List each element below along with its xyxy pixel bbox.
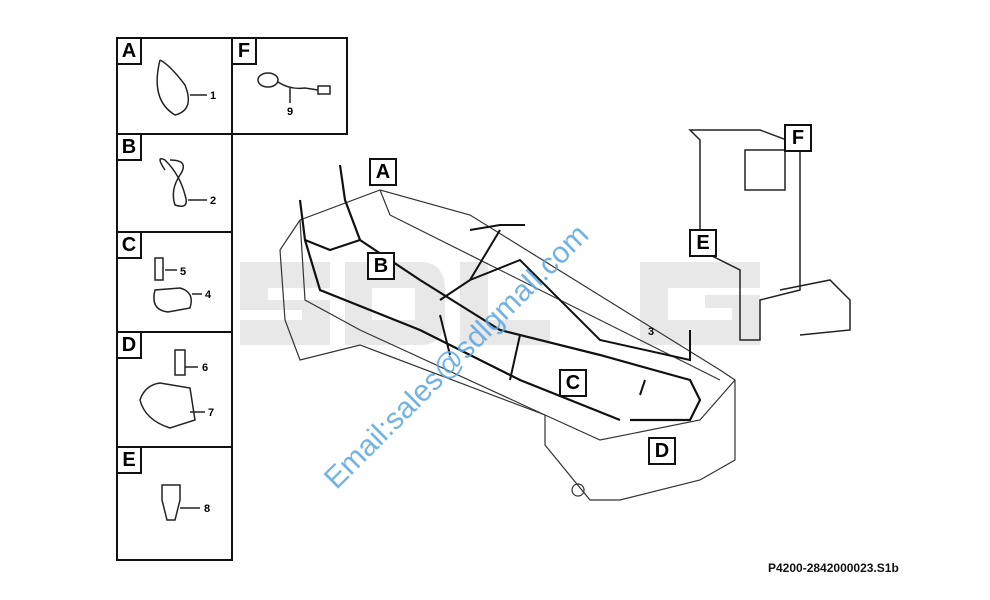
panel-d: D 6 7 xyxy=(116,331,233,448)
panel-f: F 9 xyxy=(231,37,348,135)
item-number: 2 xyxy=(210,195,217,207)
callout-f: F xyxy=(784,124,812,152)
panel-label: D xyxy=(118,333,142,359)
panel-label: E xyxy=(118,448,142,474)
callout-c: C xyxy=(559,369,587,397)
callout-a: A xyxy=(369,158,397,186)
item-number: 5 xyxy=(180,266,187,278)
panel-c: C 5 4 xyxy=(116,231,233,333)
panel-label: B xyxy=(118,135,142,161)
item-number: 7 xyxy=(208,407,215,419)
frame-outline xyxy=(279,189,736,501)
item-number: 6 xyxy=(202,362,209,374)
panel-b: B 2 xyxy=(116,133,233,233)
item-number: 4 xyxy=(205,289,212,301)
panel-label: A xyxy=(118,39,142,65)
panel-e: E 8 xyxy=(116,446,233,561)
item-number: 8 xyxy=(204,503,211,515)
callout-b: B xyxy=(367,252,395,280)
part-number: P4200-2842000023.S1b xyxy=(768,561,899,575)
item-number-main: 3 xyxy=(648,326,655,338)
item-number: 9 xyxy=(287,106,294,118)
panel-label: C xyxy=(118,233,142,259)
panel-a: A 1 xyxy=(116,37,233,135)
callout-e: E xyxy=(689,229,717,257)
panel-label: F xyxy=(233,39,257,65)
item-number: 1 xyxy=(210,90,217,102)
callout-d: D xyxy=(648,437,676,465)
